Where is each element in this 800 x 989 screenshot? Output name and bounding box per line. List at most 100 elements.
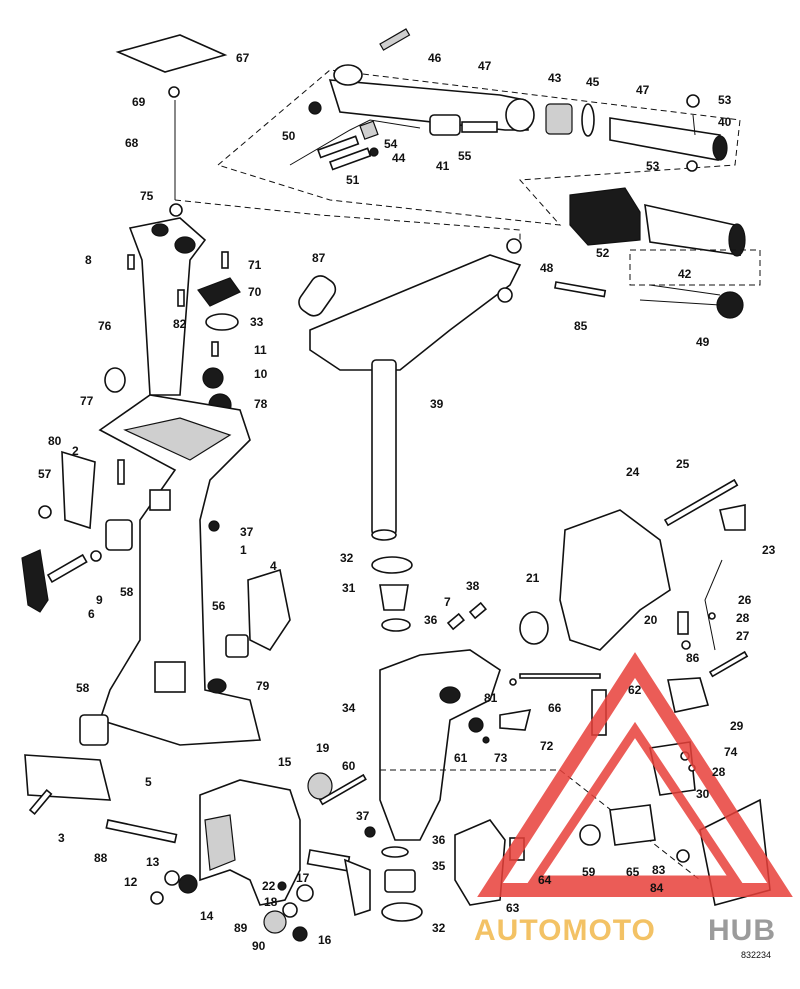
- callout-43: 43: [548, 71, 562, 85]
- callout-39: 39: [430, 397, 444, 411]
- tiller-assembly: [216, 28, 761, 319]
- callout-54: 54: [384, 137, 398, 151]
- automotohub-watermark: AUTOMOTO HUB: [474, 652, 793, 947]
- callout-26: 26: [738, 593, 752, 607]
- watermark-text-hub: HUB: [708, 914, 776, 947]
- callout-48: 48: [540, 261, 554, 275]
- callout-47-b: 47: [636, 83, 650, 97]
- callout-36-b: 36: [432, 833, 446, 847]
- callout-61: 61: [454, 751, 468, 765]
- callout-28-b: 28: [712, 765, 726, 779]
- callout-17: 17: [296, 871, 310, 885]
- callout-53-b: 53: [646, 159, 660, 173]
- watermark-text-automoto: AUTOMOTO: [474, 914, 656, 947]
- callout-16: 16: [318, 933, 332, 947]
- callout-30: 30: [696, 787, 710, 801]
- callout-37-b: 37: [356, 809, 370, 823]
- callout-12: 12: [124, 875, 138, 889]
- callout-76: 76: [98, 319, 112, 333]
- callout-6: 6: [88, 607, 95, 621]
- callout-86: 86: [686, 651, 700, 665]
- callout-25: 25: [676, 457, 690, 471]
- callout-24: 24: [626, 465, 640, 479]
- callout-8: 8: [85, 253, 92, 267]
- callout-40: 40: [718, 115, 732, 129]
- callout-58-b: 58: [76, 681, 90, 695]
- callout-87: 87: [312, 251, 326, 265]
- callout-32-b: 32: [432, 921, 446, 935]
- drawing-code: 832234: [741, 950, 771, 960]
- callout-64: 64: [538, 873, 552, 887]
- callout-83: 83: [652, 863, 666, 877]
- callout-31: 31: [342, 581, 356, 595]
- callout-84: 84: [650, 881, 664, 895]
- callout-33: 33: [250, 315, 264, 329]
- callout-90: 90: [252, 939, 266, 953]
- callout-37-a: 37: [240, 525, 254, 539]
- callout-35: 35: [432, 859, 446, 873]
- callout-15: 15: [278, 755, 292, 769]
- callout-73: 73: [494, 751, 508, 765]
- callout-46: 46: [428, 51, 442, 65]
- callout-11: 11: [254, 343, 267, 357]
- callout-5: 5: [145, 775, 152, 789]
- callout-70: 70: [248, 285, 262, 299]
- callout-41: 41: [436, 159, 450, 173]
- callout-88: 88: [94, 851, 108, 865]
- callout-14: 14: [200, 909, 214, 923]
- clamp-bracket-assembly: [105, 772, 376, 942]
- callout-19: 19: [316, 741, 330, 755]
- callout-80: 80: [48, 434, 62, 448]
- callout-34: 34: [342, 701, 356, 715]
- callout-66: 66: [548, 701, 562, 715]
- callout-42: 42: [678, 267, 692, 281]
- callout-29: 29: [730, 719, 744, 733]
- callout-85: 85: [574, 319, 588, 333]
- callout-82: 82: [173, 317, 187, 331]
- callout-77: 77: [80, 394, 94, 408]
- callout-78: 78: [254, 397, 268, 411]
- callout-60: 60: [342, 759, 356, 773]
- callout-51: 51: [346, 173, 360, 187]
- callout-68: 68: [125, 136, 139, 150]
- callout-3: 3: [58, 831, 65, 845]
- callout-81: 81: [484, 691, 498, 705]
- callout-32-a: 32: [340, 551, 354, 565]
- callout-45: 45: [586, 75, 600, 89]
- callout-58-a: 58: [120, 585, 134, 599]
- callout-53-a: 53: [718, 93, 732, 107]
- exhaust-housing: [21, 34, 291, 815]
- callout-74: 74: [724, 745, 738, 759]
- callout-67: 67: [236, 51, 250, 65]
- callout-27: 27: [736, 629, 750, 643]
- callout-labels: 67 69 68 75 8 76 77 80 2 57 58 9 6 58 5 …: [38, 51, 776, 953]
- callout-36-a: 36: [424, 613, 438, 627]
- callout-44: 44: [392, 151, 406, 165]
- callout-20: 20: [644, 613, 658, 627]
- callout-2: 2: [72, 444, 79, 458]
- callout-49: 49: [696, 335, 710, 349]
- callout-69: 69: [132, 95, 146, 109]
- callout-9: 9: [96, 593, 103, 607]
- callout-7: 7: [444, 595, 451, 609]
- callout-4: 4: [270, 559, 277, 573]
- callout-52: 52: [596, 246, 610, 260]
- callout-56: 56: [212, 599, 226, 613]
- callout-50: 50: [282, 129, 296, 143]
- callout-38: 38: [466, 579, 480, 593]
- callout-55: 55: [458, 149, 472, 163]
- callout-62: 62: [628, 683, 642, 697]
- callout-59: 59: [582, 865, 596, 879]
- callout-23: 23: [762, 543, 776, 557]
- callout-22: 22: [262, 879, 276, 893]
- callout-47-a: 47: [478, 59, 492, 73]
- callout-10: 10: [254, 367, 268, 381]
- callout-71: 71: [248, 258, 262, 272]
- callout-72: 72: [540, 739, 554, 753]
- callout-21: 21: [526, 571, 540, 585]
- swivel-bracket-assembly: [174, 199, 607, 632]
- callout-89: 89: [234, 921, 248, 935]
- callout-18: 18: [264, 895, 278, 909]
